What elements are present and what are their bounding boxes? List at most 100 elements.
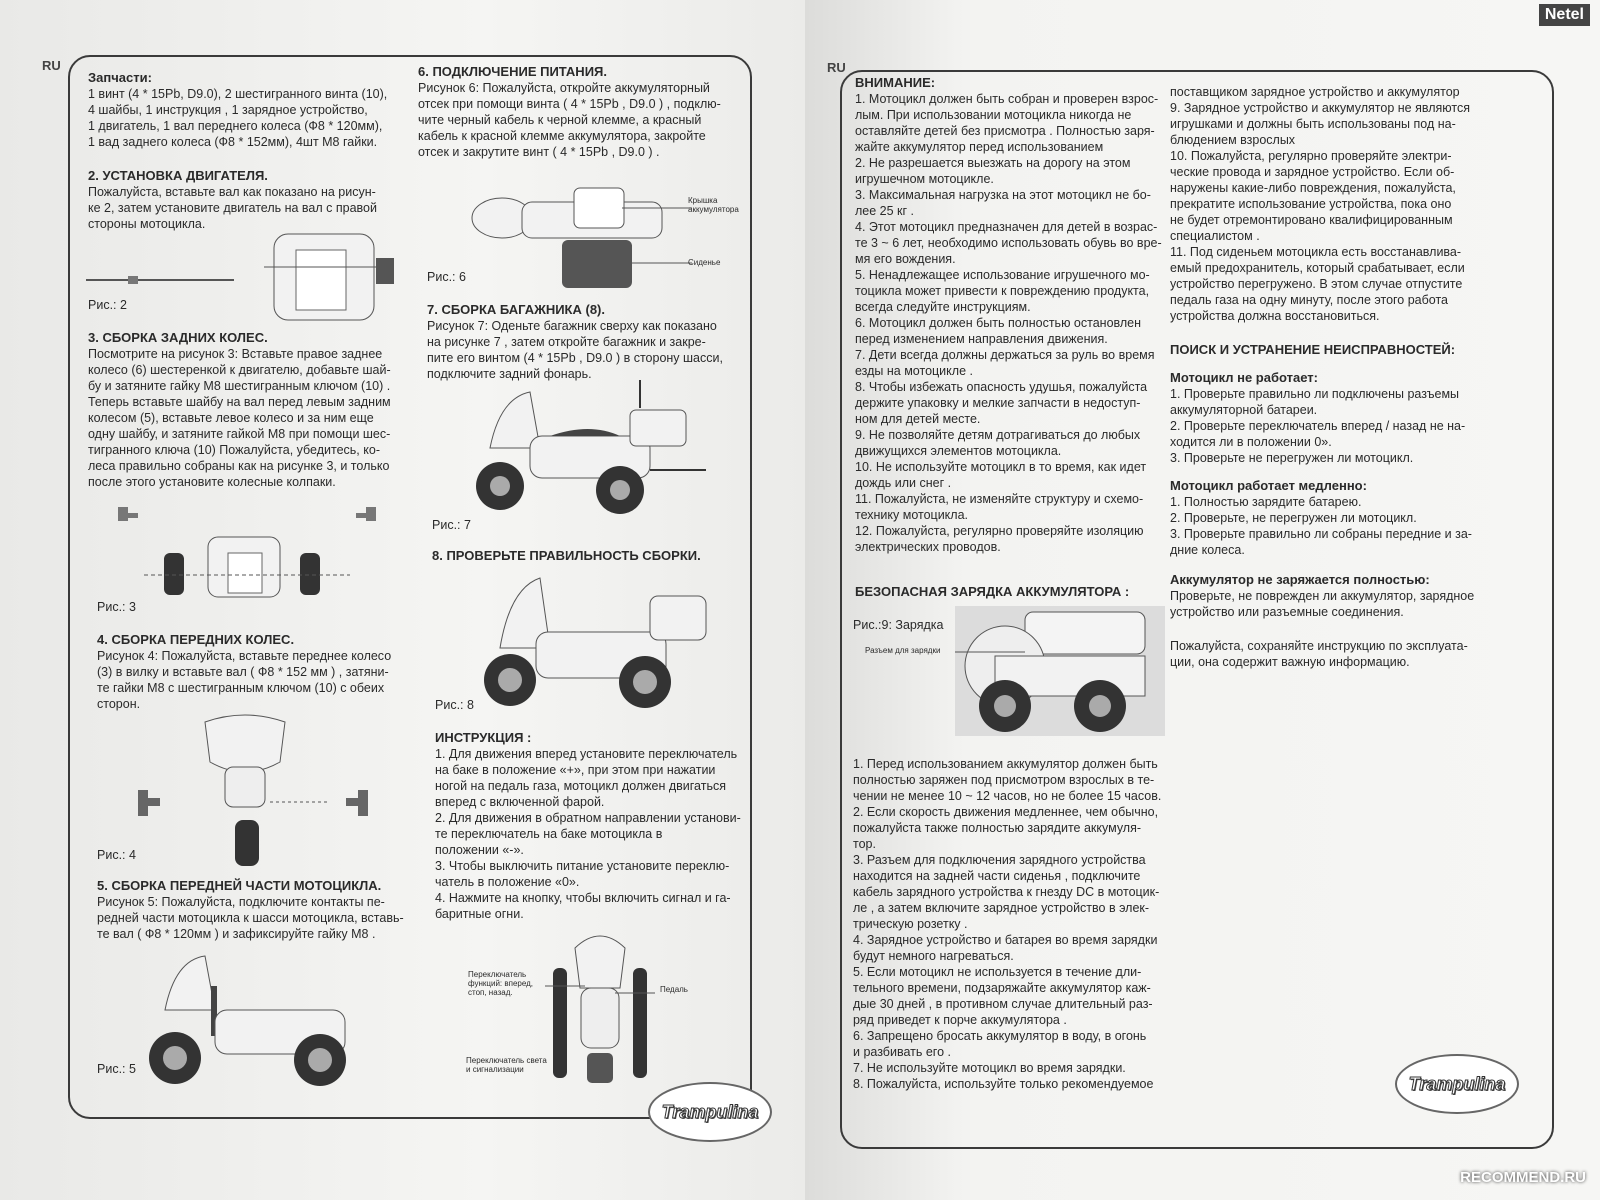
text-line: ходится ли в положении 0». (1170, 435, 1332, 449)
text-line: держите упаковку и мелкие запчасти в нед… (855, 396, 1141, 410)
text-line: 6. Мотоцикл должен быть полностью остано… (855, 316, 1142, 330)
text-line: Рисунок 4: Пожалуйста, вставьте переднее… (97, 649, 392, 663)
charging-title-block: БЕЗОПАСНАЯ ЗАРЯДКА АККУМУЛЯТОРА : (855, 584, 1175, 600)
text-line: жайте аккумулятор перед использованием (855, 140, 1104, 154)
figure-9-caption: Рис.:9: Зарядка (853, 618, 944, 632)
lang-tag: RU (42, 58, 61, 73)
right-page: RU ВНИМАНИЕ: 1. Мотоцикл должен быть соб… (805, 0, 1600, 1200)
text-line: не будет отремонтировано квалифицированн… (1170, 213, 1453, 227)
text-line: емый предохранитель, который срабатывает… (1170, 261, 1465, 275)
section-title: 6. ПОДКЛЮЧЕНИЕ ПИТАНИЯ. (418, 64, 607, 79)
text-line: 3. Проверьте правильно ли собраны передн… (1170, 527, 1472, 541)
text-line: оставляйте детей без присмотра . Полност… (855, 124, 1155, 138)
text-line: лее 25 кг . (855, 204, 915, 218)
parts-line: 1 двигатель, 1 вал переднего колеса (Ф8 … (88, 119, 383, 133)
text-line: тоцикла может привести к повреждению про… (855, 284, 1150, 298)
text-line: 1. Мотоцикл должен быть собран и провере… (855, 92, 1159, 106)
battery-cover-label: Крышка аккумулятора (688, 196, 739, 214)
parts-line: 1 винт (4 * 15Pb, D9.0), 2 шестигранного… (88, 87, 388, 101)
subsection-title: Аккумулятор не заряжается полностью: (1170, 572, 1430, 587)
text-line: отсек и закрутите винт ( 4 * 15Pb , D9.0… (418, 145, 660, 159)
text-line: 11. Пожалуйста, не изменяйте структуру и… (855, 492, 1144, 506)
text-line: тельного времени, подзаряжайте аккумулят… (853, 981, 1151, 995)
figure-4-caption: Рис.: 4 (97, 848, 136, 862)
netel-watermark: Netel (1538, 4, 1590, 26)
text-line: ке 2, затем установите двигатель на вал … (88, 201, 377, 215)
text-line: 12. Пожалуйста, регулярно проверяйте изо… (855, 524, 1144, 538)
figure-7-caption: Рис.: 7 (432, 518, 471, 532)
text-line: Пожалуйста, сохраняйте инструкцию по экс… (1170, 639, 1468, 653)
text-line: всегда следуйте инструкциям. (855, 300, 1031, 314)
section-5: 5. СБОРКА ПЕРЕДНЕЙ ЧАСТИ МОТОЦИКЛА. Рису… (97, 878, 417, 942)
text-line: мя его вождения. (855, 252, 956, 266)
light-switch-label: Переключатель света и сигнализации (466, 1056, 547, 1074)
text-line: лым. При использовании мотоцикла никогда… (855, 108, 1132, 122)
figure-controls (545, 935, 655, 1083)
text-line: 4. Нажмите на кнопку, чтобы включить сиг… (435, 891, 731, 905)
text-line: 8. Чтобы избежать опасность удушья, пожа… (855, 380, 1148, 394)
text-line: ческие провода и зарядное устройство. Ес… (1170, 165, 1455, 179)
text-line: на рисунке 7 , затем откройте багажник и… (427, 335, 706, 349)
text-line: игрушками и должны быть использованы под… (1170, 117, 1456, 131)
text-line: ле , а затем включите зарядное устройств… (853, 901, 1150, 915)
trampulina-logo: Trampulina (648, 1082, 772, 1142)
figure-8-caption: Рис.: 8 (435, 698, 474, 712)
text-line: трическую розетку . (853, 917, 968, 931)
parts-title: Запчасти: (88, 70, 152, 85)
parts-section: Запчасти: 1 винт (4 * 15Pb, D9.0), 2 шес… (88, 70, 408, 150)
text-line: леса правильно собраны как на рисунке 3,… (88, 459, 390, 473)
text-line: 2. Не разрешается выезжать на дорогу на … (855, 156, 1131, 170)
text-line: сторон. (97, 697, 141, 711)
parts-line: 4 шайбы, 1 инструкция , 1 зарядное устро… (88, 103, 368, 117)
text-line: 8. Пожалуйста, используйте только рекоме… (853, 1077, 1154, 1091)
text-line: чите черный кабель к черной клемме, а кр… (418, 113, 702, 127)
right-frame (840, 70, 1554, 1149)
text-line: 11. Под сиденьем мотоцикла есть восстана… (1170, 245, 1462, 259)
figure-6 (471, 187, 692, 288)
text-line: игрушечном мотоцикле. (855, 172, 994, 186)
section-title: 4. СБОРКА ПЕРЕДНИХ КОЛЕС. (97, 632, 295, 647)
text-line: 3. Разъем для подключения зарядного устр… (853, 853, 1146, 867)
text-line: ряд приведет к порче аккумулятора . (853, 1013, 1067, 1027)
section-title: 2. УСТАНОВКА ДВИГАТЕЛЯ. (88, 168, 268, 183)
text-line: 2. Для движения в обратном направлении у… (435, 811, 741, 825)
section-6: 6. ПОДКЛЮЧЕНИЕ ПИТАНИЯ. Рисунок 6: Пожал… (418, 64, 748, 160)
text-line: специалистом . (1170, 229, 1260, 243)
text-line: и разбивать его . (853, 1045, 951, 1059)
text-line: 5. Ненадлежащее использование игрушечног… (855, 268, 1150, 282)
text-line: чении не менее 10 ~ 12 часов, но не боле… (853, 789, 1162, 803)
text-line: те 3 ~ 6 лет, необходимо использовать об… (855, 236, 1162, 250)
subsection-title: Мотоцикл работает медленно: (1170, 478, 1367, 493)
figure-9 (955, 606, 1165, 736)
text-line: Проверьте, не поврежден ли аккумулятор, … (1170, 589, 1475, 603)
text-line: (3) в вилку и вставьте вал ( Ф8 * 152 мм… (97, 665, 389, 679)
section-title: ВНИМАНИЕ: (855, 75, 936, 90)
text-line: 2. Если скорость движения медленнее, чем… (853, 805, 1159, 819)
figure-4 (138, 714, 368, 866)
text-line: блюдением взрослых (1170, 133, 1296, 147)
text-line: кабель зарядного устройства к гнезду DC … (853, 885, 1160, 899)
text-line: педаль газа на одну минуту, после этого … (1170, 293, 1449, 307)
text-line: положении «-». (435, 843, 524, 857)
section-3: 3. СБОРКА ЗАДНИХ КОЛЕС. Посмотрите на ри… (88, 330, 418, 490)
text-line: колесо (6) шестеренкой к двигателю, доба… (88, 363, 391, 377)
figure-8 (484, 577, 707, 708)
troubleshooting-section: ПОИСК И УСТРАНЕНИЕ НЕИСПРАВНОСТЕЙ: Мотоц… (1170, 342, 1480, 670)
text-line: подключите задний фонарь. (427, 367, 592, 381)
section-title: БЕЗОПАСНАЯ ЗАРЯДКА АККУМУЛЯТОРА : (855, 584, 1130, 599)
recommend-watermark: RECOMMEND.RU (1460, 1169, 1586, 1186)
text-line: устройство или разъемные соединения. (1170, 605, 1404, 619)
text-line: устройства должна восстановиться. (1170, 309, 1380, 323)
seat-label: Сиденье (688, 258, 721, 267)
text-line: ном для детей месте. (855, 412, 981, 426)
text-line: перед изменением направления движения. (855, 332, 1108, 346)
text-line: одну шайбу, и затяните гайкой М8 при пом… (88, 427, 391, 441)
text-line: на баке в положение «+», при этом при на… (435, 763, 716, 777)
section-2: 2. УСТАНОВКА ДВИГАТЕЛЯ. Пожалуйста, вста… (88, 168, 408, 232)
text-line: 4. Этот мотоцикл предназначен для детей … (855, 220, 1158, 234)
text-line: находится на задней части сиденья , подк… (853, 869, 1141, 883)
logo-text: Trampulina (661, 1101, 759, 1122)
text-line: колесом (5), вставьте левое колесо и за … (88, 411, 374, 425)
left-page: RU Запчасти: 1 винт (4 * 15Pb, D9.0), 2 … (0, 0, 805, 1200)
text-line: Пожалуйста, вставьте вал как показано на… (88, 185, 376, 199)
